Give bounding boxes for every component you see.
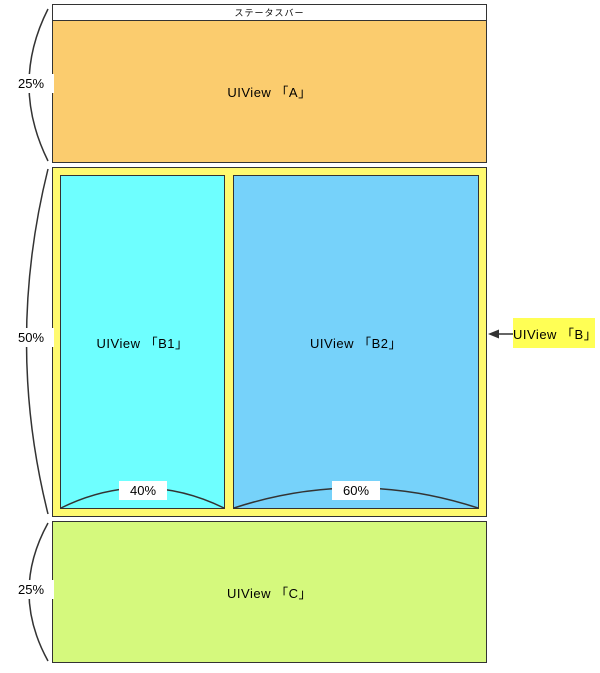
status-bar-label: ステータスバー: [234, 8, 305, 18]
view-a-box: UIView 「A」: [52, 19, 487, 163]
view-b1-box: UIView 「B1」: [60, 175, 225, 509]
view-c-label: UIView 「C」: [227, 585, 312, 601]
view-b1-label: UIView 「B1」: [96, 335, 189, 351]
percent-label-view-a: 25%: [8, 74, 54, 93]
status-bar: ステータスバー: [52, 4, 487, 21]
view-c-box: UIView 「C」: [52, 521, 487, 663]
view-a-label: UIView 「A」: [227, 84, 312, 100]
view-b2-box: UIView 「B2」: [233, 175, 479, 509]
percent-label-view-b2: 60%: [332, 481, 380, 500]
view-b-callout-label: UIView 「B」: [513, 326, 598, 342]
percent-label-view-b1: 40%: [119, 481, 167, 500]
view-b2-label: UIView 「B2」: [310, 335, 402, 351]
percent-label-view-c: 25%: [8, 580, 54, 599]
callout-arrow-head-icon: [488, 329, 499, 339]
view-b-callout: UIView 「B」: [513, 318, 598, 348]
percent-label-view-b: 50%: [8, 328, 54, 347]
